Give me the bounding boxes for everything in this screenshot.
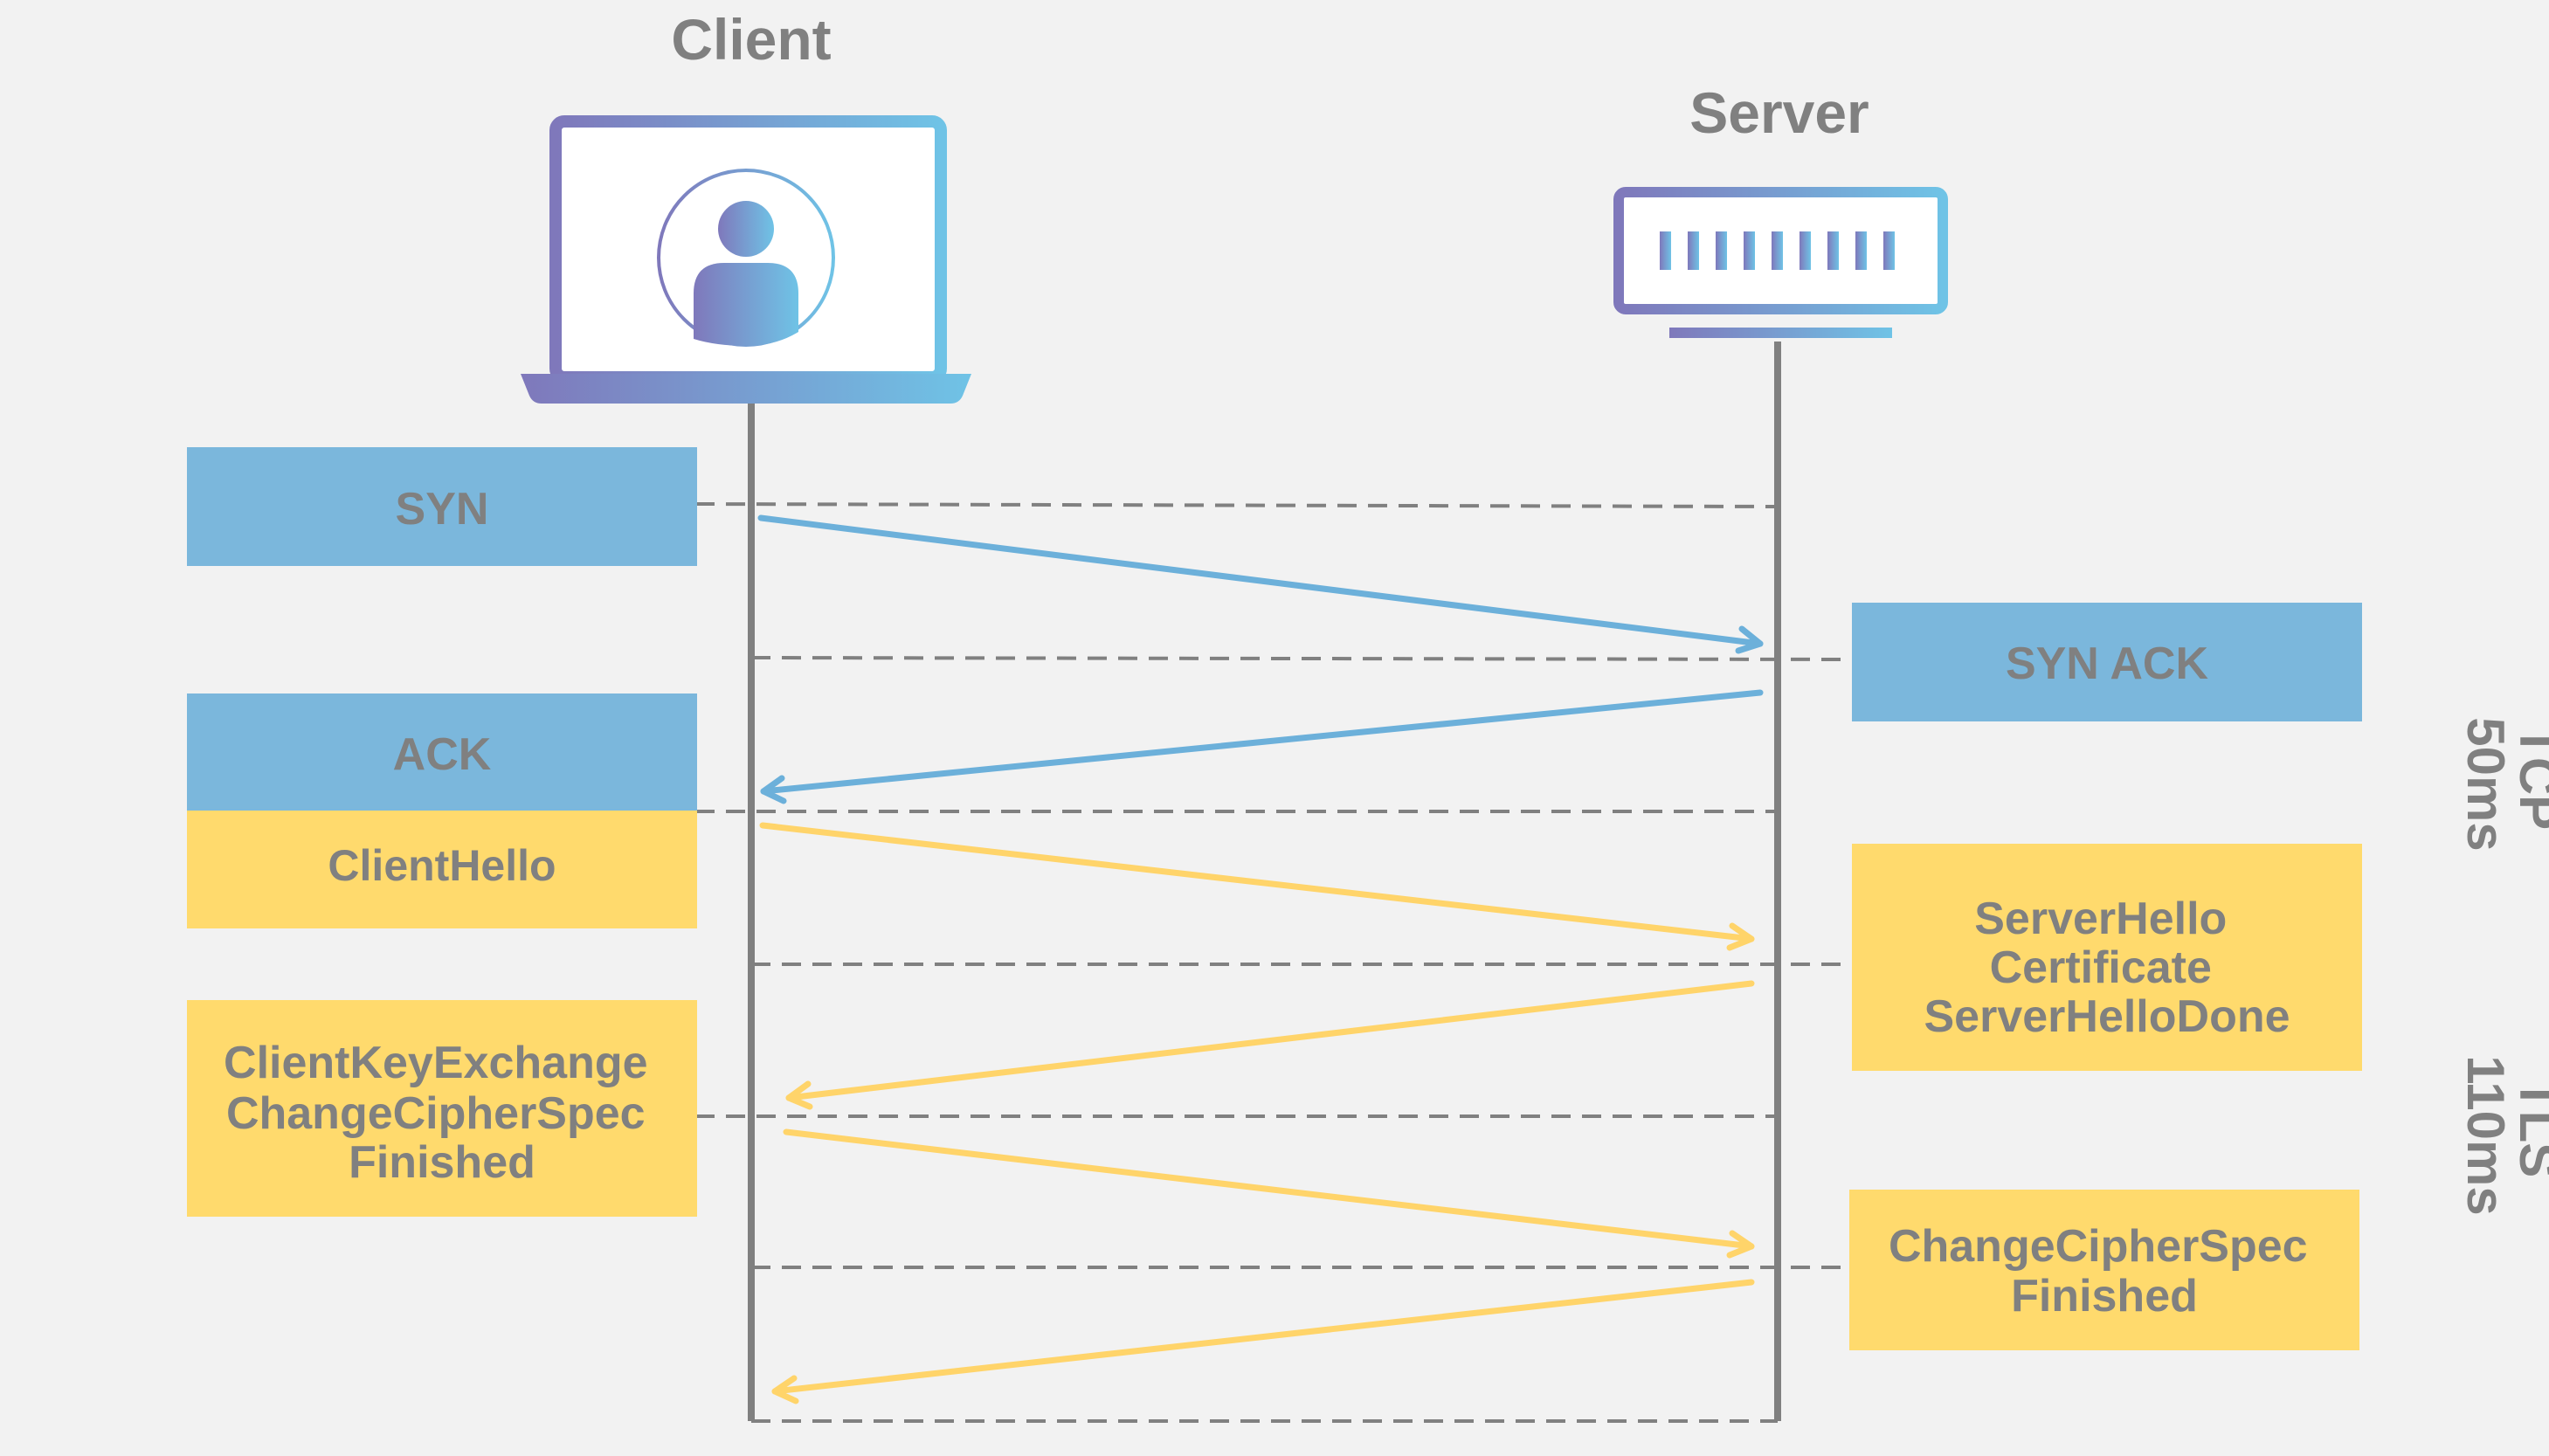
arrow-client-hello xyxy=(759,822,1755,951)
tcp-timing-text: TCP 50ms xyxy=(2456,717,2549,851)
syn-ack-label: SYN ACK xyxy=(2006,638,2209,689)
tcp-duration: 50ms xyxy=(2456,717,2515,851)
tls-timing-label: TLS 110ms xyxy=(2456,1055,2549,1216)
client-key-exchange-box: ClientKeyExchange ChangeCipherSpec Finis… xyxy=(187,1000,697,1217)
client-key-exchange-line: ClientKeyExchange xyxy=(224,1038,648,1088)
finished-line: Finished xyxy=(349,1137,535,1188)
server-rack-bar xyxy=(1772,231,1783,270)
syn-ack-box: SYN ACK xyxy=(1852,603,2362,721)
server-finished-text: ChangeCipherSpec Finished xyxy=(1889,1221,2320,1321)
tcp-timing-label: TCP 50ms xyxy=(2456,717,2549,851)
server-hello-box: ServerHello Certificate ServerHelloDone xyxy=(1852,844,2362,1071)
client-hello-box: ClientHello xyxy=(187,811,697,928)
server-rack-bar xyxy=(1688,231,1699,270)
laptop-icon xyxy=(521,115,971,404)
arrow-server-hello xyxy=(785,980,1755,1110)
separator-line xyxy=(750,656,1853,661)
tcp-label: TCP xyxy=(2509,725,2549,829)
client-hello-label: ClientHello xyxy=(328,841,556,890)
server-rack-bar xyxy=(1827,231,1839,270)
server-rack-bar xyxy=(1883,231,1895,270)
change-cipher-spec-line: ChangeCipherSpec xyxy=(1889,1221,2308,1272)
change-cipher-spec-line: ChangeCipherSpec xyxy=(226,1088,646,1139)
server-rack-bar xyxy=(1716,231,1727,270)
time-separators xyxy=(694,502,1853,1423)
arrow-client-key-exchange xyxy=(783,1128,1755,1259)
finished-line: Finished xyxy=(2011,1271,2198,1321)
server-rack-bar xyxy=(1799,231,1811,270)
server-finished-box: ChangeCipherSpec Finished xyxy=(1849,1190,2359,1350)
server-title: Server xyxy=(1689,80,1869,145)
tls-label: TLS xyxy=(2509,1079,2549,1177)
server-hello-text: ServerHello Certificate ServerHelloDone xyxy=(1924,894,2290,1042)
server-hello-done-line: ServerHelloDone xyxy=(1924,991,2290,1042)
arrow-syn xyxy=(757,514,1764,654)
server-rack-bar xyxy=(1855,231,1867,270)
server-rack-bars xyxy=(1660,231,1895,270)
ack-label: ACK xyxy=(393,729,492,780)
separator-line xyxy=(694,502,1779,508)
arrow-server-finished xyxy=(771,1279,1755,1404)
tls-timing-text: TLS 110ms xyxy=(2456,1055,2549,1216)
client-key-exchange-text: ClientKeyExchange ChangeCipherSpec Finis… xyxy=(224,1038,660,1188)
server-rack-bar xyxy=(1744,231,1755,270)
client-title: Client xyxy=(671,7,831,72)
arrow-syn-ack xyxy=(760,689,1764,804)
server-hello-line: ServerHello xyxy=(1974,894,2227,944)
syn-box: SYN xyxy=(187,447,697,566)
tls-duration: 110ms xyxy=(2456,1055,2515,1216)
message-arrows xyxy=(757,514,1764,1404)
user-avatar-icon xyxy=(657,169,835,347)
ack-box: ACK xyxy=(187,693,697,811)
server-rack-bar xyxy=(1660,231,1671,270)
syn-label: SYN xyxy=(396,484,489,535)
server-icon xyxy=(1613,187,1948,338)
certificate-line: Certificate xyxy=(1990,942,2212,993)
